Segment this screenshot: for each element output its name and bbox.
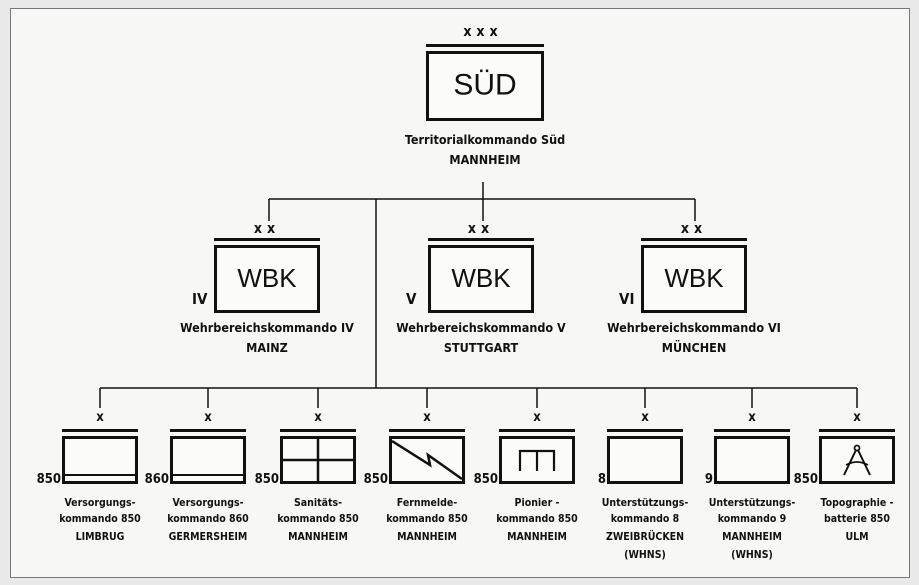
echelon-mark-wbk: xx (680, 221, 708, 237)
box-label: WBK (664, 262, 724, 293)
wbk-location: MÜNCHEN (661, 340, 727, 355)
unit-location: MANNHEIM (288, 531, 348, 543)
wbk-location: MAINZ (246, 340, 288, 355)
echelon-mark-wbk: xx (253, 221, 281, 237)
medical-cross-icon (283, 439, 353, 481)
supply-icon (65, 439, 135, 481)
unit-name-line: Pionier - (514, 497, 560, 509)
echelon-mark-unit: x (204, 410, 212, 425)
echelon-mark-unit: x (314, 410, 322, 425)
echelon-bar (428, 238, 534, 241)
unit-box (170, 436, 246, 484)
echelon-bar (62, 429, 138, 432)
unit-location: MANNHEIM (722, 531, 782, 543)
echelon-mark-unit: x (748, 410, 756, 425)
unit-number: 850 (473, 472, 498, 487)
unit-number: 850 (793, 472, 818, 487)
command-box-wbk: WBK (428, 245, 534, 313)
command-box-wbk: WBK (641, 245, 747, 313)
unit-name-line: Versorgungs- (172, 497, 244, 509)
unit-name-line: batterie 850 (824, 513, 890, 525)
echelon-mark-unit: x (96, 410, 104, 425)
unit-box (280, 436, 356, 484)
unit-name-line: Sanitäts- (293, 497, 343, 509)
unit-number: 9 (704, 472, 713, 487)
unit-box (389, 436, 465, 484)
unit-name-line: kommando 850 (496, 513, 578, 525)
echelon-bar (280, 429, 356, 432)
unit-location: MANNHEIM (507, 531, 567, 543)
unit-name-line: Topographie - (820, 497, 894, 509)
unit-name-line: Unterstützungs- (708, 497, 796, 509)
wbk-name: Wehrbereichskommando VI (607, 320, 781, 335)
unit-box (499, 436, 575, 484)
unit-note: (WHNS) (731, 549, 773, 561)
topography-compass-icon (822, 439, 892, 481)
echelon-bar (426, 44, 544, 47)
unit-location: MANNHEIM (397, 531, 457, 543)
echelon-bar (714, 429, 790, 432)
unit-name-line: kommando 860 (167, 513, 249, 525)
unit-number: 850 (36, 472, 61, 487)
wbk-roman-numeral: V (406, 290, 417, 308)
box-label: WBK (237, 262, 297, 293)
echelon-bar (389, 429, 465, 432)
command-location: MANNHEIM (449, 152, 521, 167)
echelon-mark-unit: x (423, 410, 431, 425)
support-icon (610, 439, 680, 481)
unit-box (714, 436, 790, 484)
support-icon (717, 439, 787, 481)
wbk-name: Wehrbereichskommando V (396, 320, 566, 335)
command-name: Territorialkommando Süd (404, 132, 566, 147)
unit-number: 850 (254, 472, 279, 487)
echelon-bar (170, 429, 246, 432)
wbk-name: Wehrbereichskommando IV (180, 320, 354, 335)
unit-name-line: Fernmelde- (396, 497, 458, 509)
unit-name-line: kommando 850 (59, 513, 141, 525)
echelon-mark-unit: x (533, 410, 541, 425)
box-label: SÜD (453, 68, 517, 102)
unit-name-line: kommando 850 (277, 513, 359, 525)
signal-lightning-icon (392, 439, 462, 481)
wbk-roman-numeral: VI (619, 290, 635, 308)
echelon-mark-wbk: xx (467, 221, 495, 237)
unit-name-line: kommando 8 (610, 513, 680, 525)
unit-name-line: Versorgungs- (64, 497, 136, 509)
echelon-bar (641, 238, 747, 241)
unit-number: 850 (363, 472, 388, 487)
wbk-location: STUTTGART (443, 340, 519, 355)
wbk-roman-numeral: IV (192, 290, 208, 308)
unit-box (607, 436, 683, 484)
supply-icon (173, 439, 243, 481)
unit-location: LIMBRUG (75, 531, 125, 543)
unit-box (62, 436, 138, 484)
command-box-sued: SÜD (426, 51, 544, 121)
engineer-icon (502, 439, 572, 481)
unit-box (819, 436, 895, 484)
unit-note: (WHNS) (624, 549, 666, 561)
unit-location: ULM (845, 531, 869, 543)
unit-number: 8 (597, 472, 606, 487)
unit-number: 860 (144, 472, 169, 487)
command-box-wbk: WBK (214, 245, 320, 313)
echelon-bar (819, 429, 895, 432)
echelon-mark-top: xxx (463, 24, 503, 40)
box-label: WBK (451, 262, 511, 293)
unit-name-line: kommando 9 (717, 513, 787, 525)
echelon-bar (499, 429, 575, 432)
echelon-bar (214, 238, 320, 241)
unit-location: ZWEIBRÜCKEN (606, 531, 684, 543)
echelon-mark-unit: x (853, 410, 861, 425)
unit-name-line: Unterstützungs- (601, 497, 689, 509)
echelon-mark-unit: x (641, 410, 649, 425)
echelon-bar (607, 429, 683, 432)
unit-name-line: kommando 850 (386, 513, 468, 525)
unit-location: GERMERSHEIM (168, 531, 248, 543)
